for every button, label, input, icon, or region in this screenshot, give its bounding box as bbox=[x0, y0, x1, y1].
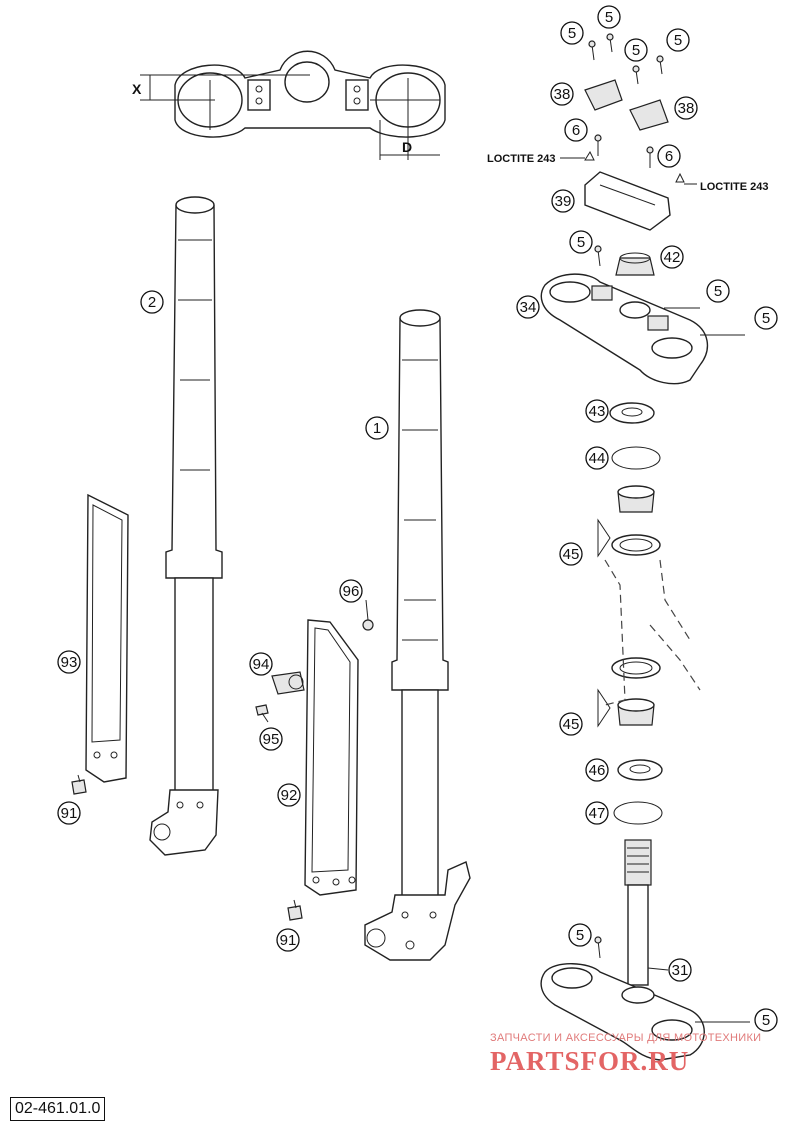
callout-label: 91 bbox=[280, 932, 297, 949]
callout-94: 94 bbox=[249, 652, 273, 676]
small-hardware bbox=[71, 619, 374, 921]
fork-guard-right bbox=[304, 619, 359, 896]
callout-label: 5 bbox=[762, 1012, 770, 1029]
callout-label: 45 bbox=[563, 716, 580, 733]
callout-45: 45 bbox=[559, 542, 583, 566]
fork-leg-right bbox=[364, 309, 471, 961]
callout-label: 42 bbox=[664, 249, 681, 266]
callout-45: 45 bbox=[559, 712, 583, 736]
watermark-brand: PARTSFOR.RU bbox=[490, 1046, 690, 1076]
callout-38: 38 bbox=[674, 96, 698, 120]
callout-91: 91 bbox=[276, 928, 300, 952]
fork-leg-left bbox=[149, 196, 223, 856]
callout-5: 5 bbox=[754, 1008, 778, 1032]
callout-label: 44 bbox=[589, 450, 606, 467]
callout-2: 2 bbox=[140, 290, 164, 314]
callout-label: 5 bbox=[762, 310, 770, 327]
callout-43: 43 bbox=[585, 399, 609, 423]
callout-5: 5 bbox=[569, 230, 593, 254]
part-number-callouts: 5 5 5 5 38 38 6 6 39 5 42 34 5 5 43 44 45 45 46 47 5 31 5 2 1 93 9… bbox=[57, 5, 778, 1032]
callout-6: 6 bbox=[564, 118, 588, 142]
handlebar-clamps bbox=[584, 33, 685, 183]
fork-guard-left bbox=[85, 493, 129, 783]
dimension-label-x: X bbox=[132, 81, 142, 97]
callout-label: 38 bbox=[554, 86, 571, 103]
callout-38: 38 bbox=[550, 82, 574, 106]
lower-triple-clamp-with-stem bbox=[540, 839, 750, 1061]
callout-label: 31 bbox=[672, 962, 689, 979]
callout-label: 39 bbox=[555, 193, 572, 210]
callout-label: 5 bbox=[714, 283, 722, 300]
callout-42: 42 bbox=[660, 245, 684, 269]
callout-label: 5 bbox=[576, 927, 584, 944]
callout-label: 5 bbox=[632, 42, 640, 59]
callout-96: 96 bbox=[339, 579, 363, 603]
callout-39: 39 bbox=[551, 189, 575, 213]
callout-95: 95 bbox=[259, 727, 283, 751]
callout-46: 46 bbox=[585, 758, 609, 782]
callout-label: 5 bbox=[674, 32, 682, 49]
callout-5: 5 bbox=[568, 923, 592, 947]
callout-label: 95 bbox=[263, 731, 280, 748]
frame-head-tube-outline bbox=[597, 518, 701, 728]
callout-label: 96 bbox=[343, 583, 360, 600]
callout-6: 6 bbox=[657, 144, 681, 168]
watermark-caption: ЗАПЧАСТИ И АКСЕССУАРЫ ДЛЯ МОТОТЕХНИКИ bbox=[490, 1032, 762, 1044]
callout-1: 1 bbox=[365, 416, 389, 440]
callout-5: 5 bbox=[666, 28, 690, 52]
callout-label: 2 bbox=[148, 294, 156, 311]
callout-5: 5 bbox=[706, 279, 730, 303]
bearing-stack bbox=[609, 402, 663, 825]
callout-label: 47 bbox=[589, 805, 606, 822]
callout-5: 5 bbox=[597, 5, 621, 29]
callout-label: 34 bbox=[520, 299, 537, 316]
note-loctite-left: LOCTITE 243 bbox=[487, 153, 555, 165]
handlebar-mount-bar bbox=[584, 171, 671, 231]
callout-label: 91 bbox=[61, 805, 78, 822]
callout-label: 46 bbox=[589, 762, 606, 779]
callout-label: 5 bbox=[568, 25, 576, 42]
callout-label: 5 bbox=[605, 9, 613, 26]
callout-label: 94 bbox=[253, 656, 270, 673]
upper-triple-clamp bbox=[540, 245, 745, 385]
callout-label: 38 bbox=[678, 100, 695, 117]
note-loctite-right: LOCTITE 243 bbox=[700, 181, 768, 193]
callout-label: 1 bbox=[373, 420, 381, 437]
callout-label: 92 bbox=[281, 787, 298, 804]
callout-93: 93 bbox=[57, 650, 81, 674]
callout-label: 5 bbox=[577, 234, 585, 251]
callout-92: 92 bbox=[277, 783, 301, 807]
upper-triple-clamp-detail bbox=[140, 50, 446, 160]
callout-31: 31 bbox=[668, 958, 692, 982]
callout-label: 6 bbox=[572, 122, 580, 139]
callout-47: 47 bbox=[585, 801, 609, 825]
leader-lines bbox=[365, 157, 697, 971]
callout-label: 6 bbox=[665, 148, 673, 165]
callout-34: 34 bbox=[516, 295, 540, 319]
document-number: 02-461.01.0 bbox=[10, 1097, 106, 1121]
callout-label: 93 bbox=[61, 654, 78, 671]
callout-44: 44 bbox=[585, 446, 609, 470]
callout-91: 91 bbox=[57, 801, 81, 825]
callout-5: 5 bbox=[560, 21, 584, 45]
callout-5: 5 bbox=[624, 38, 648, 62]
callout-5: 5 bbox=[754, 306, 778, 330]
callout-label: 45 bbox=[563, 546, 580, 563]
dimension-label-d: D bbox=[402, 139, 412, 155]
callout-label: 43 bbox=[589, 403, 606, 420]
